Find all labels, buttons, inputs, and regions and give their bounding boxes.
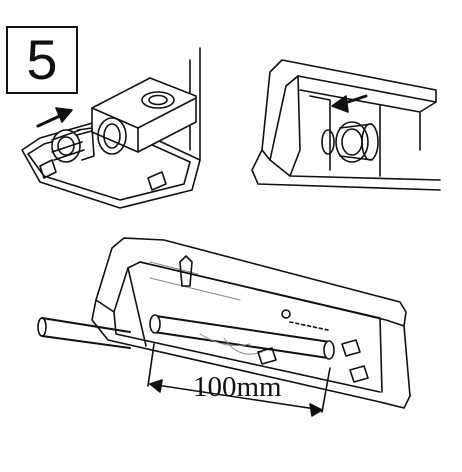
panel-end-cap	[21, 47, 201, 209]
panel-gland-inside	[251, 59, 441, 191]
arrow-icon	[331, 94, 368, 113]
panel-cable-length	[37, 237, 411, 417]
cable-gland-icon	[51, 127, 95, 163]
dimension-label: 100mm	[193, 371, 282, 403]
step-number-box: 5	[6, 26, 78, 94]
arrow-icon	[36, 107, 73, 128]
step-number: 5	[26, 28, 58, 91]
dimension-arrow-icon	[147, 343, 331, 417]
cable-icon	[149, 314, 335, 360]
